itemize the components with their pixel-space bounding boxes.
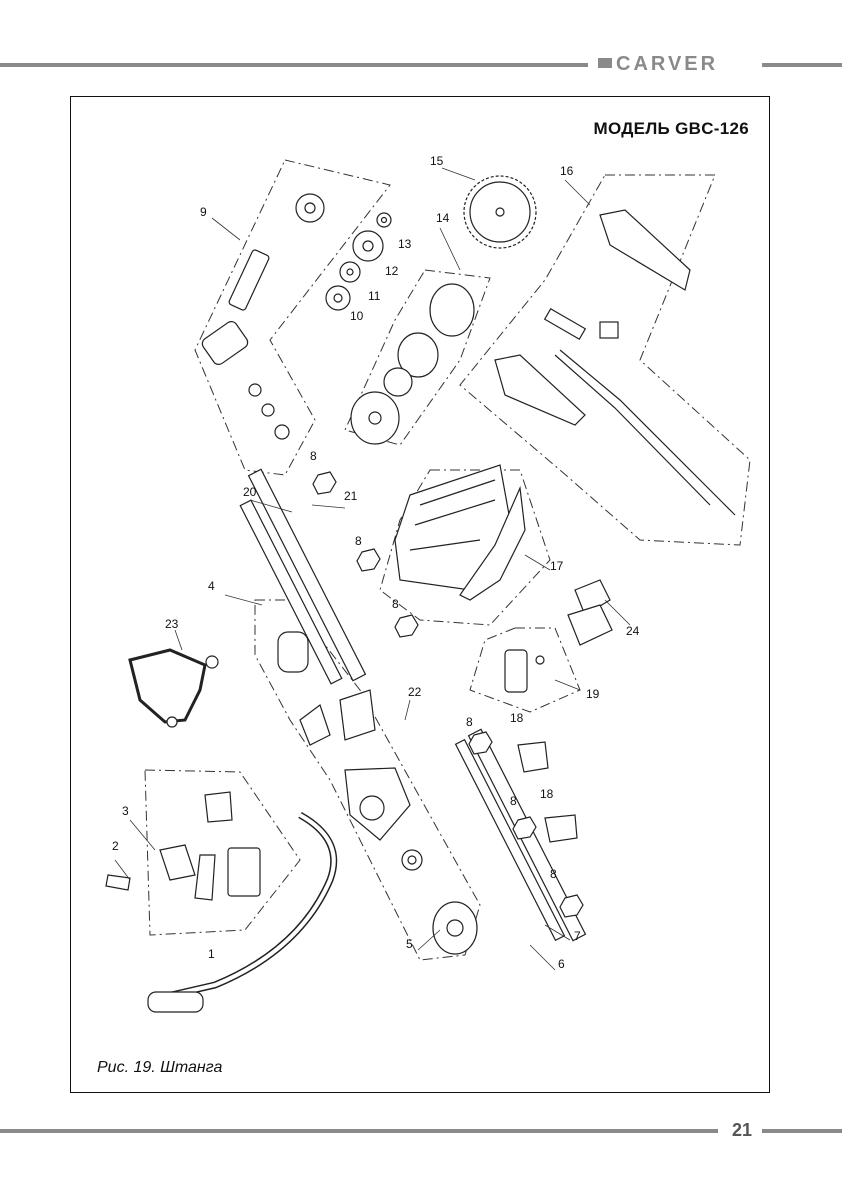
callout-21: 21 — [344, 489, 358, 503]
handle-assembly-16 — [494, 209, 736, 516]
figure-caption: Рис. 19. Штанга — [97, 1059, 223, 1076]
coupling-19 — [504, 649, 545, 693]
callout-labels: 1 2 3 4 5 6 7 8 8 8 8 8 8 9 10 11 12 13 … — [112, 154, 640, 971]
callout-8-c: 8 — [392, 597, 399, 611]
callout-7: 7 — [574, 929, 581, 943]
callout-15: 15 — [430, 154, 444, 168]
callout-23: 23 — [165, 617, 179, 631]
callout-22: 22 — [408, 685, 422, 699]
brand-mark-icon — [598, 58, 612, 68]
callout-16: 16 — [560, 164, 574, 178]
bracket-assembly-4-5 — [277, 631, 478, 955]
handle-bar-1 — [147, 811, 338, 1013]
callout-14: 14 — [436, 211, 450, 225]
callout-8-d: 8 — [466, 715, 473, 729]
callout-17: 17 — [550, 559, 564, 573]
callout-8-a: 8 — [310, 449, 317, 463]
callout-13: 13 — [398, 237, 412, 251]
gearbox-assembly — [201, 193, 325, 440]
figure-frame: МОДЕЛЬ GBC-126 Рис. 19. Штанга — [70, 96, 770, 1093]
nuts-8 — [312, 471, 584, 918]
callout-2: 2 — [112, 839, 119, 853]
clamp-24 — [567, 579, 613, 646]
callout-4: 4 — [208, 579, 215, 593]
callout-8-f: 8 — [550, 867, 557, 881]
handle-grip-2-3 — [105, 791, 261, 901]
callout-8-e: 8 — [510, 794, 517, 808]
callout-24: 24 — [626, 624, 640, 638]
part-shapes — [105, 175, 736, 1013]
callout-1: 1 — [208, 947, 215, 961]
header-rule-left — [0, 63, 588, 67]
footer-rule-right — [762, 1129, 842, 1133]
callout-6: 6 — [558, 957, 565, 971]
brand-logo: CARVER — [598, 53, 718, 76]
trimmer-head-14 — [350, 283, 475, 445]
callout-3: 3 — [122, 804, 129, 818]
model-title: МОДЕЛЬ GBC-126 — [593, 119, 749, 138]
callout-9: 9 — [200, 205, 207, 219]
saw-blade-15 — [463, 175, 537, 249]
callout-19: 19 — [586, 687, 600, 701]
shoulder-strap-23 — [128, 648, 219, 728]
callout-11: 11 — [368, 289, 381, 303]
washers-10-13 — [325, 212, 392, 311]
callout-18-a: 18 — [510, 711, 524, 725]
brand-name: CARVER — [616, 53, 719, 75]
footer-rule-left — [0, 1129, 718, 1133]
callout-8-b: 8 — [355, 534, 362, 548]
guard-17 — [394, 464, 526, 601]
callout-12: 12 — [385, 264, 399, 278]
callout-5: 5 — [406, 937, 413, 951]
callout-10: 10 — [350, 309, 364, 323]
page-number: 21 — [731, 1120, 753, 1140]
callout-20: 20 — [243, 485, 257, 499]
callout-18-b: 18 — [540, 787, 554, 801]
header-rule-right — [762, 63, 842, 67]
leader-lines — [114, 167, 631, 971]
clamps-18 — [517, 741, 578, 843]
